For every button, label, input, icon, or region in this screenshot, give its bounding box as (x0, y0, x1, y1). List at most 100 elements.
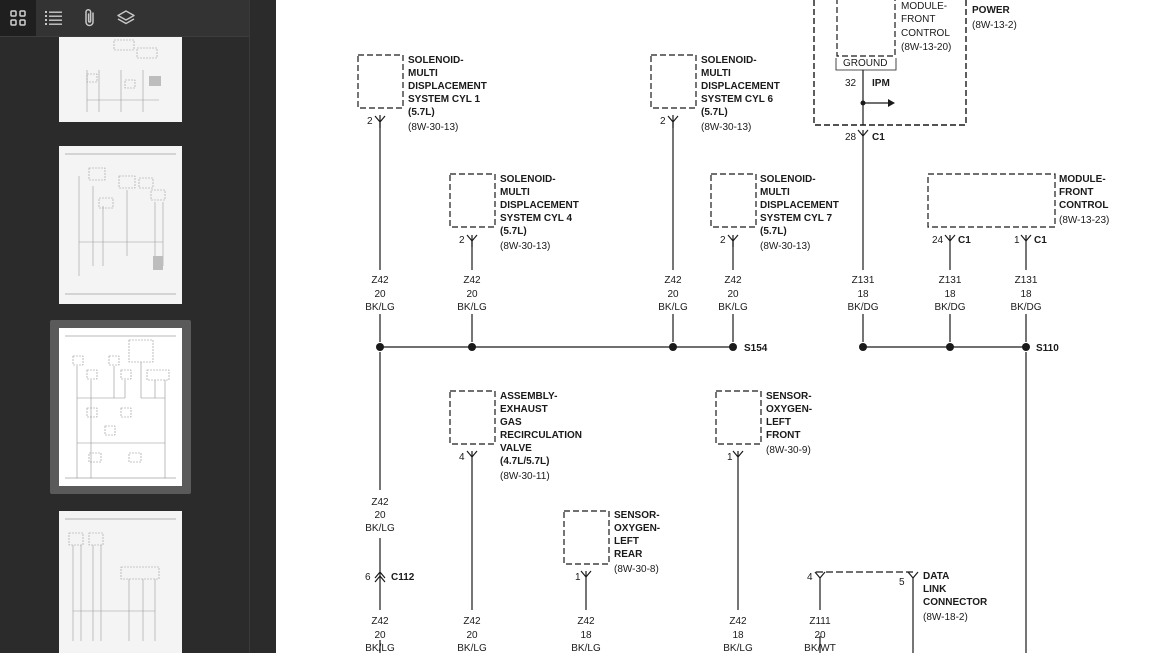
thumbnail-sidebar (0, 0, 276, 653)
o2-left-front-box (715, 390, 762, 445)
list-icon (45, 11, 62, 25)
svg-text:BK/LG: BK/LG (658, 302, 688, 313)
svg-text:18: 18 (732, 630, 744, 641)
attachments-button[interactable] (72, 0, 108, 36)
svg-text:18: 18 (944, 289, 956, 300)
svg-text:MULTI: MULTI (760, 187, 790, 198)
document-viewer[interactable]: MODULE- FRONT CONTROL (8W-13-20) GROUND … (276, 0, 1172, 653)
svg-text:MULTI: MULTI (408, 68, 438, 79)
solenoid-cyl7-label: SOLENOID- MULTI DISPLACEMENT SYSTEM CYL … (720, 174, 839, 252)
svg-text:SOLENOID-: SOLENOID- (500, 174, 556, 185)
layers-button[interactable] (108, 0, 144, 36)
c112-label: C112 (391, 572, 415, 583)
svg-text:SOLENOID-: SOLENOID- (760, 174, 816, 185)
svg-text:18: 18 (580, 630, 592, 641)
svg-text:4: 4 (807, 572, 813, 583)
svg-text:VALVE: VALVE (500, 443, 532, 454)
svg-text:(8W-13-23): (8W-13-23) (1059, 215, 1109, 226)
svg-text:MULTI: MULTI (701, 68, 731, 79)
svg-text:(5.7L): (5.7L) (500, 226, 527, 237)
egr-valve-label: ASSEMBLY- EXHAUST GAS RECIRCULATION VALV… (459, 391, 582, 482)
svg-text:DATA: DATA (923, 571, 949, 582)
svg-text:(8W-30-13): (8W-30-13) (408, 122, 458, 133)
svg-text:DISPLACEMENT: DISPLACEMENT (500, 200, 579, 211)
solenoid-cyl7-box (710, 173, 757, 228)
svg-text:RECIRCULATION: RECIRCULATION (500, 430, 582, 441)
svg-text:(5.7L): (5.7L) (760, 226, 787, 237)
svg-text:18: 18 (857, 289, 869, 300)
svg-text:BK/LG: BK/LG (718, 302, 748, 313)
svg-text:1: 1 (575, 572, 581, 583)
svg-text:CONNECTOR: CONNECTOR (923, 597, 988, 608)
page-thumbnail-current[interactable] (59, 328, 182, 486)
svg-text:OXYGEN-: OXYGEN- (614, 523, 660, 534)
ipm-label: IPM (872, 78, 890, 89)
top-module-ref: (8W-13-20) (901, 42, 951, 53)
c112-pin: 6 (365, 572, 371, 583)
sidebar-scrollbar[interactable] (249, 0, 277, 653)
svg-text:2: 2 (720, 235, 726, 246)
solenoid-cyl4-box (449, 173, 496, 228)
svg-text:BK/DG: BK/DG (934, 302, 965, 313)
svg-text:20: 20 (374, 510, 386, 521)
svg-text:BK/LG: BK/LG (723, 643, 753, 653)
data-link-connector-label: DATA LINK CONNECTOR (8W-18-2) 4 5 (807, 571, 988, 623)
svg-text:DISPLACEMENT: DISPLACEMENT (408, 81, 487, 92)
svg-text:Z111: Z111 (809, 616, 831, 627)
svg-text:OXYGEN-: OXYGEN- (766, 404, 812, 415)
svg-text:(5.7L): (5.7L) (701, 107, 728, 118)
svg-text:DISPLACEMENT: DISPLACEMENT (701, 81, 780, 92)
fcm-label: MODULE- FRONT CONTROL (8W-13-23) 24 C1 1… (932, 174, 1109, 246)
svg-text:Z42: Z42 (371, 497, 389, 508)
solenoid-cyl1-label: SOLENOID- MULTI DISPLACEMENT SYSTEM CYL … (367, 55, 487, 133)
svg-text:LEFT: LEFT (614, 536, 639, 547)
page-thumbnail[interactable] (59, 146, 182, 304)
svg-text:MODULE-: MODULE- (1059, 174, 1106, 185)
svg-text:FRONT: FRONT (1059, 187, 1093, 198)
svg-text:2: 2 (367, 116, 373, 127)
svg-text:Z42: Z42 (463, 616, 481, 627)
bottom-wire-labels: Z42 20 BK/LG Z42 20 BK/LG Z42 18 BK/LG Z… (365, 616, 836, 653)
svg-text:DISPLACEMENT: DISPLACEMENT (760, 200, 839, 211)
svg-text:20: 20 (466, 289, 478, 300)
svg-text:2: 2 (660, 116, 666, 127)
svg-text:(8W-30-13): (8W-30-13) (760, 241, 810, 252)
svg-text:CONTROL: CONTROL (1059, 200, 1108, 211)
svg-text:20: 20 (727, 289, 739, 300)
svg-text:EXHAUST: EXHAUST (500, 404, 548, 415)
svg-text:Z42: Z42 (371, 275, 389, 286)
svg-text:SYSTEM CYL 6: SYSTEM CYL 6 (701, 94, 773, 105)
svg-text:BK/LG: BK/LG (457, 302, 487, 313)
splice-s110: S110 (1036, 343, 1059, 354)
svg-text:(4.7L/5.7L): (4.7L/5.7L) (500, 456, 549, 467)
top-c-pin: 28 (845, 132, 857, 143)
solenoid-cyl6-box (650, 54, 697, 109)
outline-button[interactable] (36, 0, 72, 36)
ground-label: GROUND (843, 58, 887, 69)
svg-text:SYSTEM CYL 1: SYSTEM CYL 1 (408, 94, 480, 105)
svg-text:Z131: Z131 (852, 275, 875, 286)
svg-text:BK/LG: BK/LG (365, 523, 395, 534)
page-thumbnail[interactable] (59, 511, 182, 653)
svg-text:C1: C1 (958, 235, 971, 246)
thumbnail-list (0, 37, 249, 653)
svg-text:SOLENOID-: SOLENOID- (408, 55, 464, 66)
solenoid-cyl4-label: SOLENOID- MULTI DISPLACEMENT SYSTEM CYL … (459, 174, 579, 252)
svg-text:1: 1 (1014, 235, 1020, 246)
svg-text:20: 20 (374, 289, 386, 300)
svg-text:LINK: LINK (923, 584, 947, 595)
svg-text:SENSOR-: SENSOR- (766, 391, 812, 402)
svg-text:(5.7L): (5.7L) (408, 107, 435, 118)
svg-text:4: 4 (459, 452, 465, 463)
thumbnails-button[interactable] (0, 0, 36, 36)
svg-text:SYSTEM CYL 4: SYSTEM CYL 4 (500, 213, 572, 224)
svg-text:Z131: Z131 (1015, 275, 1038, 286)
wiring-diagram-page: MODULE- FRONT CONTROL (8W-13-20) GROUND … (357, 0, 1109, 653)
svg-text:5: 5 (899, 577, 905, 588)
svg-text:BK/DG: BK/DG (1010, 302, 1041, 313)
fcm-box (927, 173, 1056, 228)
svg-text:Z42: Z42 (664, 275, 682, 286)
page-thumbnail[interactable] (59, 37, 182, 122)
ipm-outline (813, 0, 967, 126)
svg-text:C1: C1 (1034, 235, 1047, 246)
